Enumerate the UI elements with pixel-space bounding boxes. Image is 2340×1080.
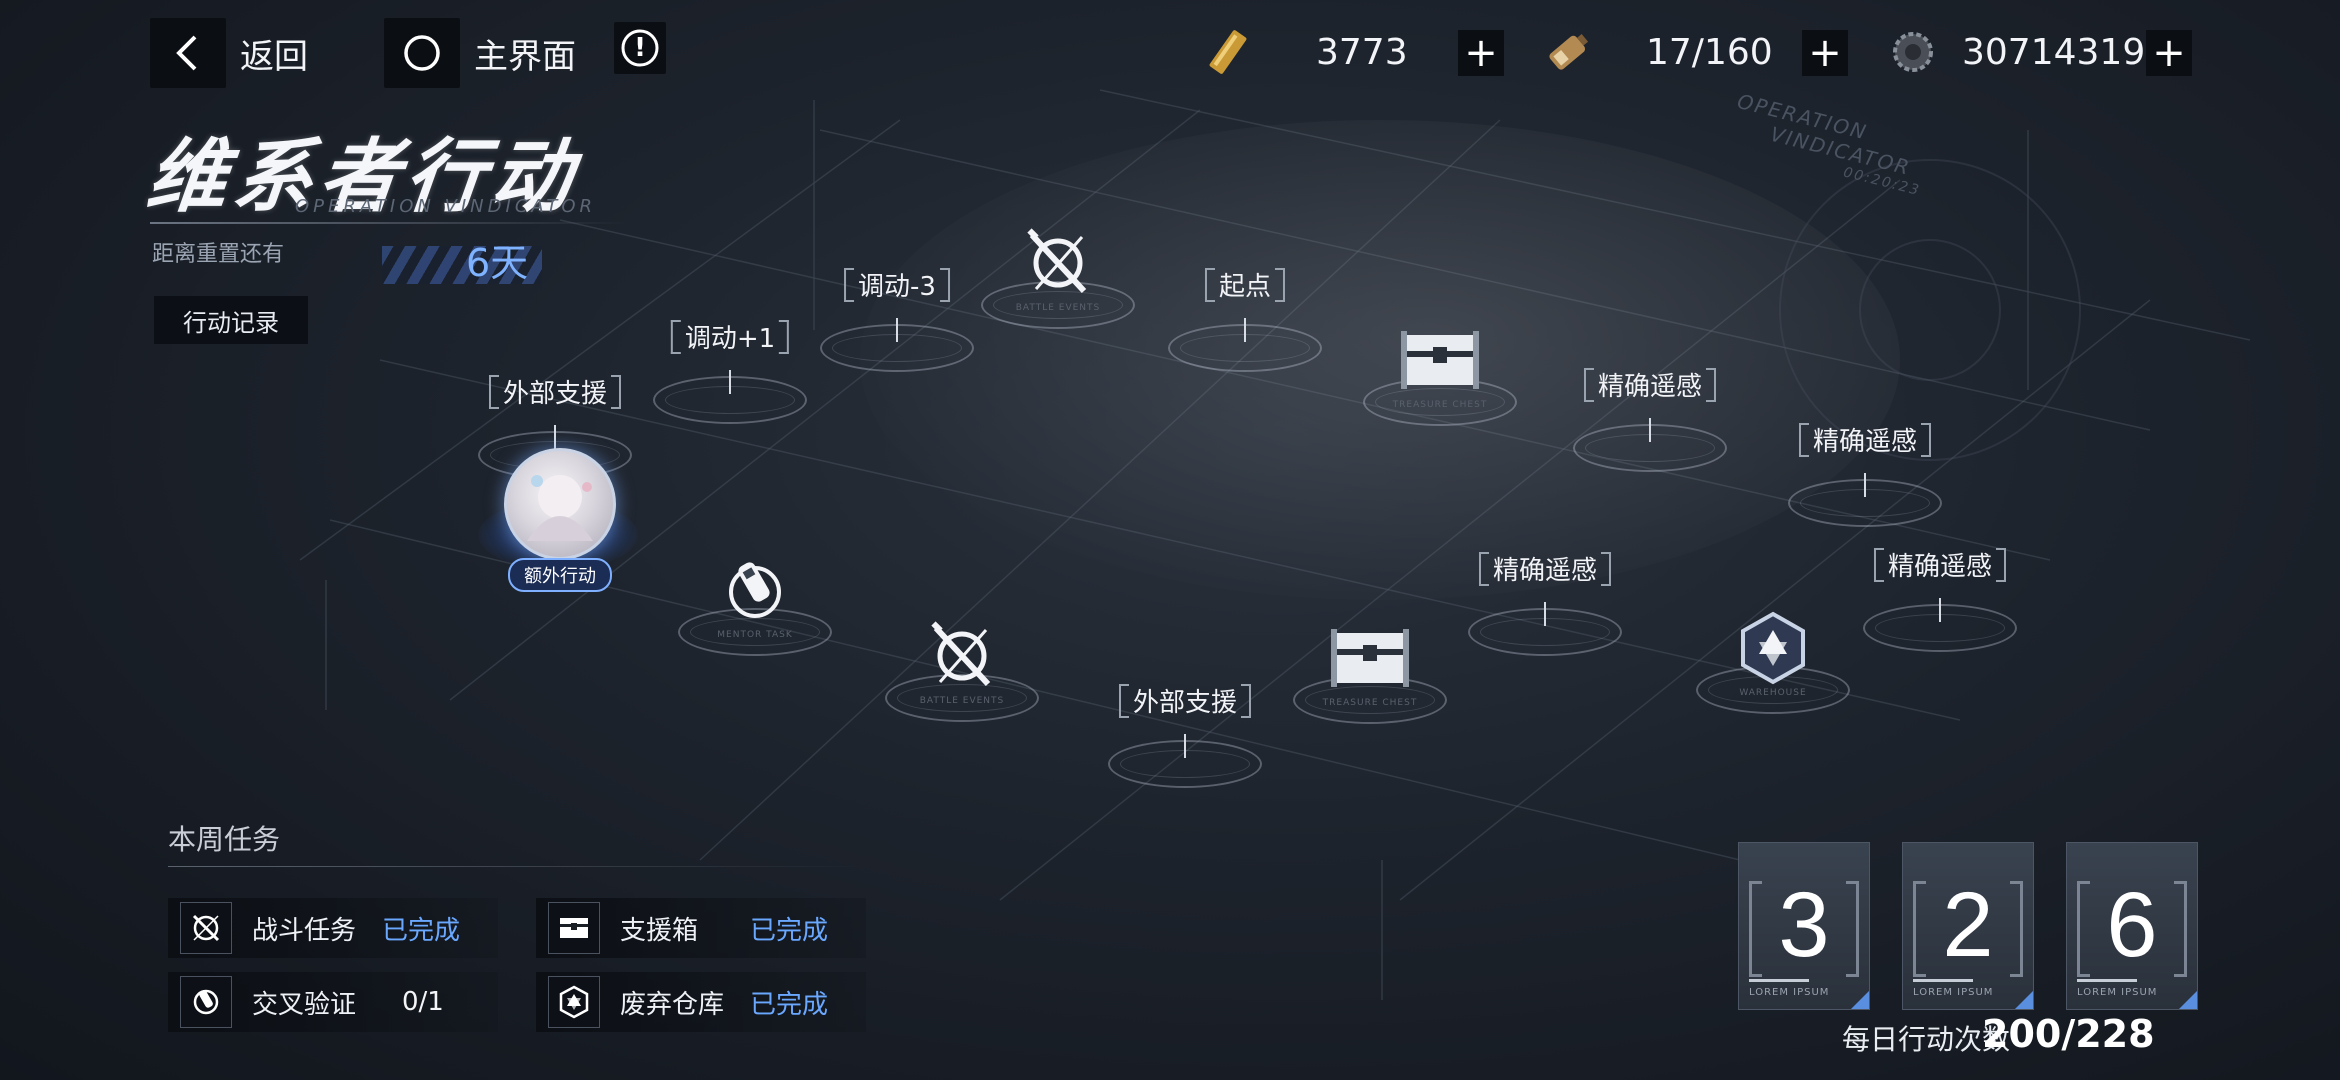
counter-digit-2: 2 LOREM IPSUM xyxy=(1902,842,2034,1010)
task-verify-name: 交叉验证 xyxy=(252,989,357,1020)
crossed-sword-icon xyxy=(180,902,232,954)
crossed-sword-icon[interactable] xyxy=(1018,223,1098,307)
reset-stripe xyxy=(382,246,542,284)
coin-value: 30714319 xyxy=(1962,31,2146,73)
counter-digit-3-value: 6 xyxy=(2106,874,2158,976)
weekly-tasks-title: 本周任务 xyxy=(168,823,281,856)
info-button[interactable]: ! xyxy=(614,22,666,74)
task-battle-status: 已完成 xyxy=(382,915,461,946)
map-node-label[interactable]: 精确遥感 xyxy=(1873,546,2007,583)
node-stem xyxy=(729,370,731,394)
verification-icon[interactable] xyxy=(715,550,795,634)
add-coin-button[interactable]: + xyxy=(2146,30,2192,76)
map-node-label[interactable]: 调动+1 xyxy=(670,318,790,355)
battery-icon xyxy=(1549,34,1589,70)
task-battle[interactable]: 战斗任务 已完成 xyxy=(168,898,498,958)
task-supply-box[interactable]: 支援箱 已完成 xyxy=(536,898,866,958)
home-button[interactable]: 主界面 xyxy=(384,18,576,88)
map-node-label[interactable]: 外部支援 xyxy=(1118,682,1252,719)
node-stem xyxy=(1184,734,1186,758)
gear-coin-icon xyxy=(1893,32,1933,72)
add-battery-button[interactable]: + xyxy=(1802,30,1848,76)
treasure-chest-icon[interactable] xyxy=(1397,327,1483,397)
task-cross-verify[interactable]: 交叉验证 0/1 xyxy=(168,972,498,1032)
warehouse-icon[interactable] xyxy=(1733,608,1813,692)
daily-actions-label: 每日行动次数 xyxy=(1842,1023,2011,1056)
node-stem xyxy=(1939,598,1941,622)
map-node-4[interactable] xyxy=(981,281,1135,329)
map-node-label[interactable]: 精确遥感 xyxy=(1478,550,1612,587)
task-supply-name: 支援箱 xyxy=(620,915,699,946)
reset-value: 6天 xyxy=(466,241,529,285)
node-stem xyxy=(1244,318,1246,342)
add-gold-button[interactable]: + xyxy=(1458,30,1504,76)
info-icon: ! xyxy=(634,33,646,63)
node-stem xyxy=(896,318,898,342)
counter-digit-1: 3 LOREM IPSUM xyxy=(1738,842,1870,1010)
extra-action-tag[interactable]: 额外行动 xyxy=(508,558,612,592)
task-warehouse-status: 已完成 xyxy=(750,989,829,1020)
daily-actions-value: 200/228 xyxy=(1982,1012,2155,1056)
map-node-label[interactable]: 调动-3 xyxy=(844,266,950,303)
task-warehouse-name: 废弃仓库 xyxy=(620,989,725,1020)
map-node-caption: TREASURE CHEST xyxy=(1322,698,1418,708)
map-node-label[interactable]: 起点 xyxy=(1204,266,1286,303)
node-stem xyxy=(1544,602,1546,626)
verification-icon xyxy=(180,976,232,1028)
map-node-label[interactable]: 精确遥感 xyxy=(1798,421,1932,458)
action-log-button[interactable]: 行动记录 xyxy=(154,296,308,344)
crossed-sword-icon[interactable] xyxy=(922,616,1002,700)
event-subtitle: OPERATION VINDICATOR xyxy=(295,196,597,217)
warehouse-icon xyxy=(548,976,600,1028)
map-node-caption: BATTLE EVENTS xyxy=(919,696,1005,706)
player-avatar[interactable] xyxy=(504,448,616,560)
reset-label: 距离重置还有 xyxy=(152,242,285,267)
treasure-chest-icon[interactable] xyxy=(1327,625,1413,695)
home-label: 主界面 xyxy=(474,36,576,77)
gold-value: 3773 xyxy=(1316,31,1408,73)
counter-digit-2-value: 2 xyxy=(1942,874,1994,976)
gold-bar-icon xyxy=(1209,30,1247,74)
resource-battery: 17/160 xyxy=(1540,22,1773,82)
home-circle-icon xyxy=(384,18,460,88)
map-node-caption: BATTLE EVENTS xyxy=(1015,303,1101,313)
weekly-tasks-divider xyxy=(168,866,868,867)
node-stem xyxy=(554,425,556,449)
back-button[interactable]: 返回 xyxy=(150,18,308,88)
task-warehouse[interactable]: 废弃仓库 已完成 xyxy=(536,972,866,1032)
resource-gold: 3773 xyxy=(1200,22,1408,82)
treasure-chest-icon xyxy=(548,902,600,954)
map-node-caption: MENTOR TASK xyxy=(717,630,793,640)
task-supply-status: 已完成 xyxy=(750,915,829,946)
task-battle-name: 战斗任务 xyxy=(252,915,357,946)
map-node-label[interactable]: 外部支援 xyxy=(488,373,622,410)
map-node-10[interactable] xyxy=(885,674,1039,722)
map-node-caption: TREASURE CHEST xyxy=(1392,400,1488,410)
map-node-caption: WAREHOUSE xyxy=(1739,688,1807,698)
counter-digit-1-value: 3 xyxy=(1778,874,1830,976)
map-node-9[interactable] xyxy=(678,608,832,656)
chevron-left-icon xyxy=(150,18,226,88)
back-label: 返回 xyxy=(240,36,308,77)
node-stem xyxy=(1864,473,1866,497)
resource-coin: 30714319 xyxy=(1888,22,2145,82)
battery-value: 17/160 xyxy=(1646,31,1773,73)
title-underline xyxy=(150,222,630,224)
counter-digit-3: 6 LOREM IPSUM xyxy=(2066,842,2198,1010)
task-verify-status: 0/1 xyxy=(402,987,444,1017)
node-stem xyxy=(1649,418,1651,442)
map-node-label[interactable]: 精确遥感 xyxy=(1583,366,1717,403)
